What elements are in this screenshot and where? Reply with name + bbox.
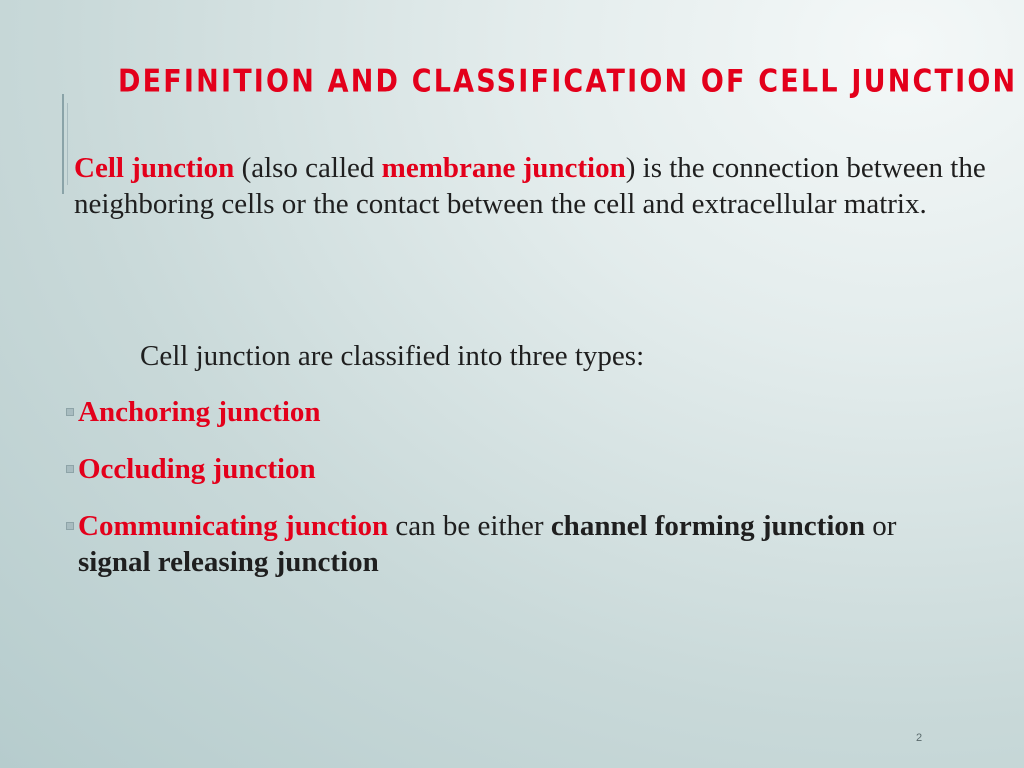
type-anchoring-junction: Anchoring junction: [78, 396, 321, 428]
decorative-line-thin: [67, 103, 68, 185]
decorative-line: [62, 94, 64, 194]
type-occluding-junction: Occluding junction: [78, 453, 316, 485]
definition-text-1: (also called: [234, 152, 382, 184]
term-cell-junction: Cell junction: [74, 152, 235, 184]
type-communicating-junction: Communicating junction: [78, 510, 389, 542]
term-channel-forming-junction: channel forming junction: [550, 510, 865, 542]
definition-paragraph: Cell junction (also called membrane junc…: [74, 150, 994, 222]
term-membrane-junction: membrane junction: [381, 152, 626, 184]
list-item: Communicating junction can be either cha…: [62, 508, 962, 580]
page-number: 2: [916, 732, 923, 744]
definition-text-2: ) is the connection between the neighbor…: [74, 152, 986, 220]
slide-title: DEFINITION AND CLASSIFICATION OF CELL JU…: [118, 64, 1018, 100]
classification-intro: Cell junction are classified into three …: [140, 340, 645, 372]
list-item: Occluding junction: [62, 451, 962, 487]
square-bullet-icon: [66, 408, 74, 416]
list-item: Anchoring junction: [62, 394, 962, 430]
square-bullet-icon: [66, 465, 74, 473]
junction-types-list: Anchoring junction Occluding junction Co…: [62, 394, 962, 580]
communicating-text-2: or: [865, 510, 897, 542]
communicating-text-1: can be either: [388, 510, 551, 542]
term-signal-releasing-junction: signal releasing junction: [78, 546, 379, 578]
square-bullet-icon: [66, 522, 74, 530]
